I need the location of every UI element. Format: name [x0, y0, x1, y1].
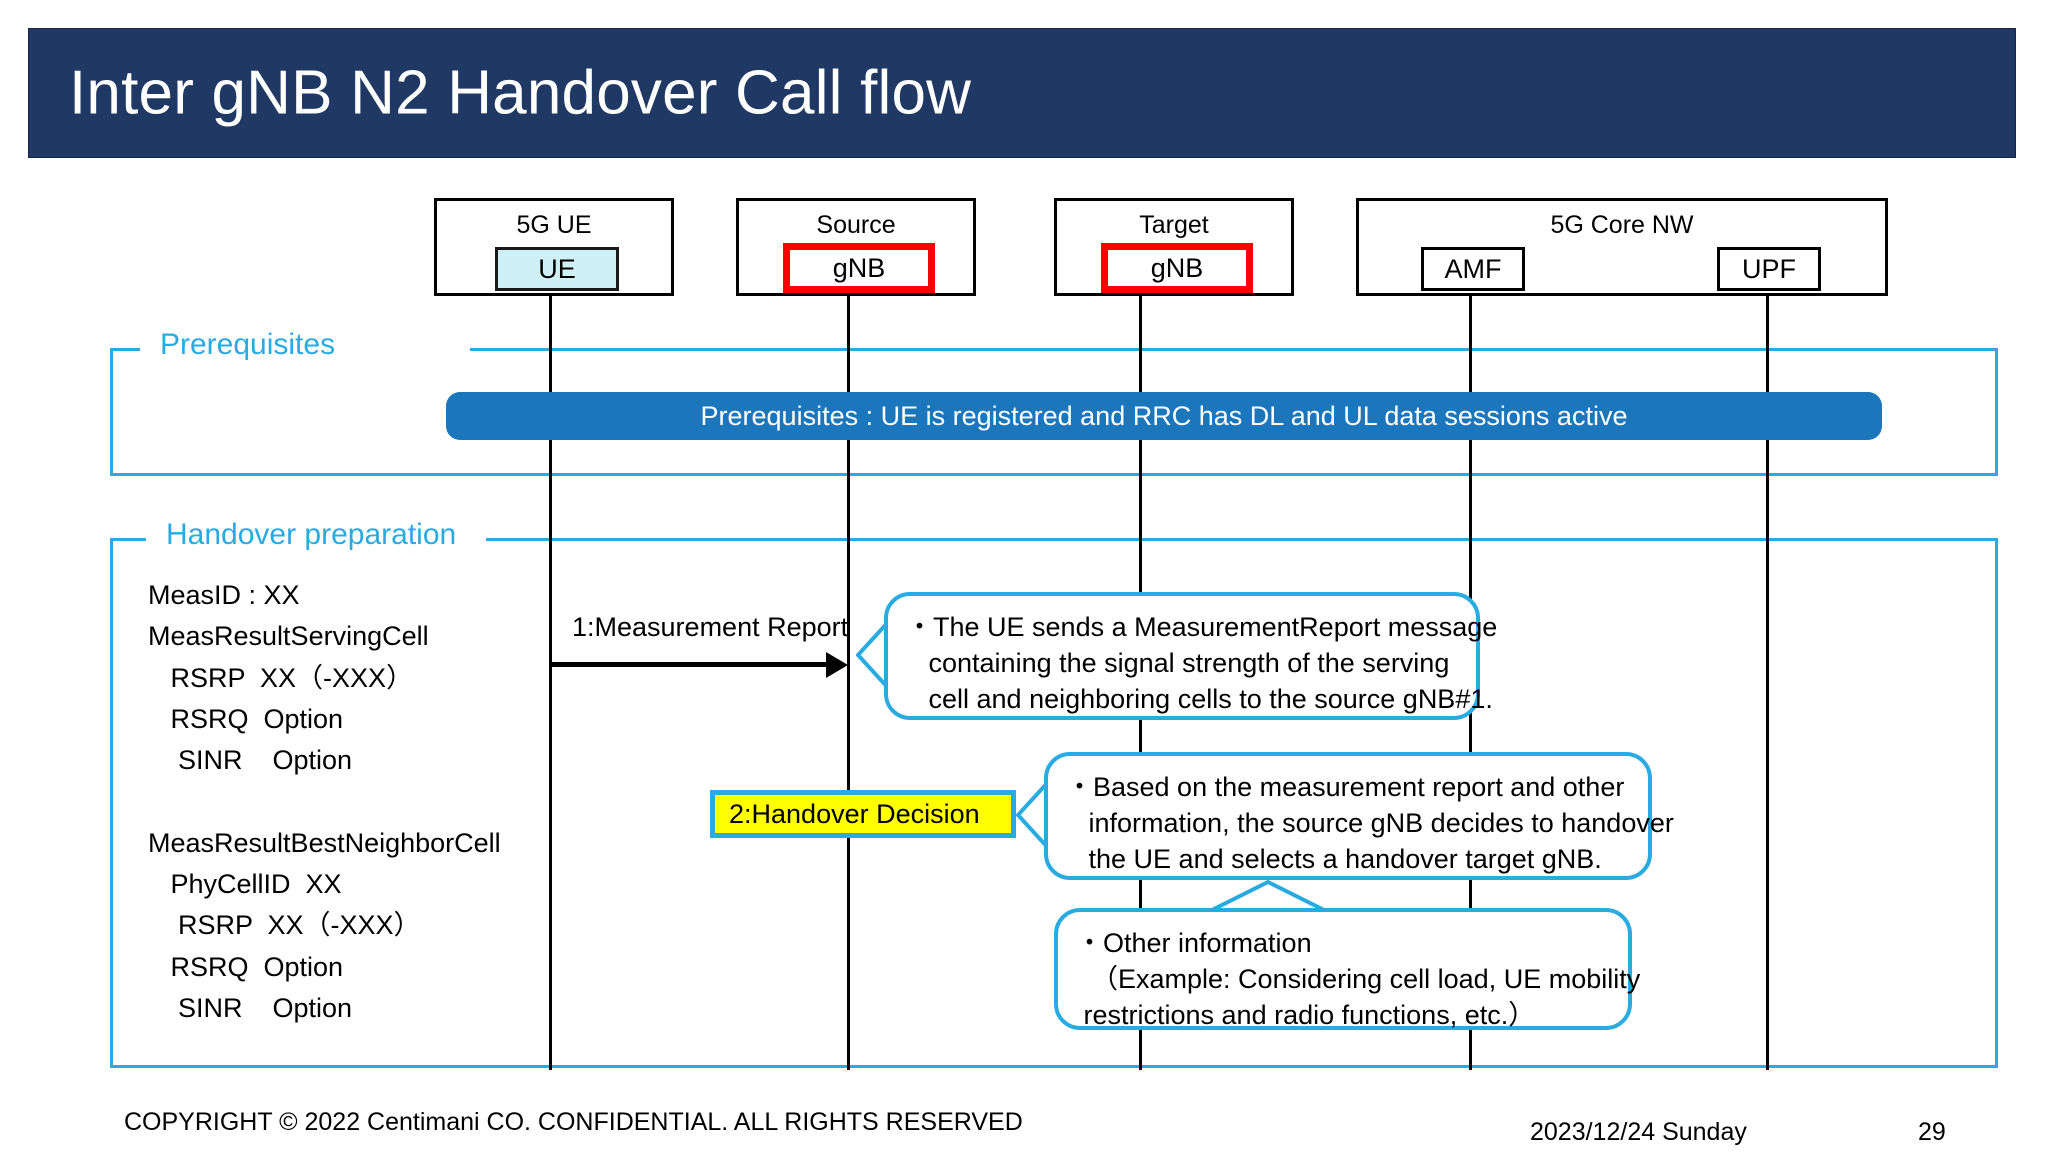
section-frame-prerequisites: [110, 348, 1998, 476]
footer-copyright: COPYRIGHT © 2022 Centimani CO. CONFIDENT…: [124, 1108, 1023, 1136]
section-label-prerequisites: Prerequisites: [146, 328, 350, 362]
actor-box-target-gnb[interactable]: Target gNB: [1054, 198, 1294, 296]
actor-title-target-gnb: Target: [1139, 211, 1209, 239]
handover-decision-box[interactable]: 2:Handover Decision: [710, 790, 1016, 838]
actor-node-upf[interactable]: UPF: [1717, 247, 1821, 291]
message-label-measurement-report: 1:Measurement Report: [572, 612, 849, 642]
actor-title-ue: 5G UE: [516, 211, 592, 239]
actor-node-source-gnb[interactable]: gNB: [783, 243, 935, 293]
message-arrowhead-measurement-report: [826, 652, 848, 678]
callout-other-information-note: ・Other information （Example: Considering…: [1054, 908, 1640, 1030]
actor-node-ue[interactable]: UE: [495, 247, 619, 291]
actor-title-source-gnb: Source: [816, 211, 896, 239]
actor-title-core-network: 5G Core NW: [1550, 211, 1694, 239]
actor-box-source-gnb[interactable]: Source gNB: [736, 198, 976, 296]
callout-measurement-report-note: ・The UE sends a MeasurementReport messag…: [884, 592, 1497, 720]
slide-title-bar: Inter gNB N2 Handover Call flow: [28, 28, 2016, 158]
message-arrow-measurement-report: [550, 662, 826, 667]
section-label-handover-preparation: Handover preparation: [152, 518, 471, 552]
callout-handover-decision-note: ・Based on the measurement report and oth…: [1044, 752, 1674, 880]
actor-box-core-network[interactable]: 5G Core NW AMF UPF: [1356, 198, 1888, 296]
lifeline-ue: [549, 240, 552, 1070]
page-title: Inter gNB N2 Handover Call flow: [69, 58, 972, 128]
lifeline-upf: [1766, 240, 1769, 1070]
actor-node-target-gnb[interactable]: gNB: [1101, 243, 1253, 293]
prerequisites-bar: Prerequisites : UE is registered and RRC…: [446, 392, 1882, 440]
section-frame-handover-preparation: [110, 538, 1998, 1068]
footer-page-number: 29: [1918, 1118, 1946, 1146]
prerequisites-bar-text: Prerequisites : UE is registered and RRC…: [700, 400, 1628, 431]
actor-node-amf[interactable]: AMF: [1421, 247, 1525, 291]
actor-box-ue[interactable]: 5G UE UE: [434, 198, 674, 296]
footer-date: 2023/12/24 Sunday: [1530, 1118, 1747, 1146]
callout-tail-other-information: [1208, 880, 1328, 912]
callout-tail-handover-decision: [1016, 780, 1050, 850]
measurement-parameters-text: MeasID : XX MeasResultServingCell RSRP X…: [148, 580, 501, 1023]
callout-tail-measurement-report: [856, 620, 890, 690]
lifeline-source-gnb: [847, 240, 850, 1070]
